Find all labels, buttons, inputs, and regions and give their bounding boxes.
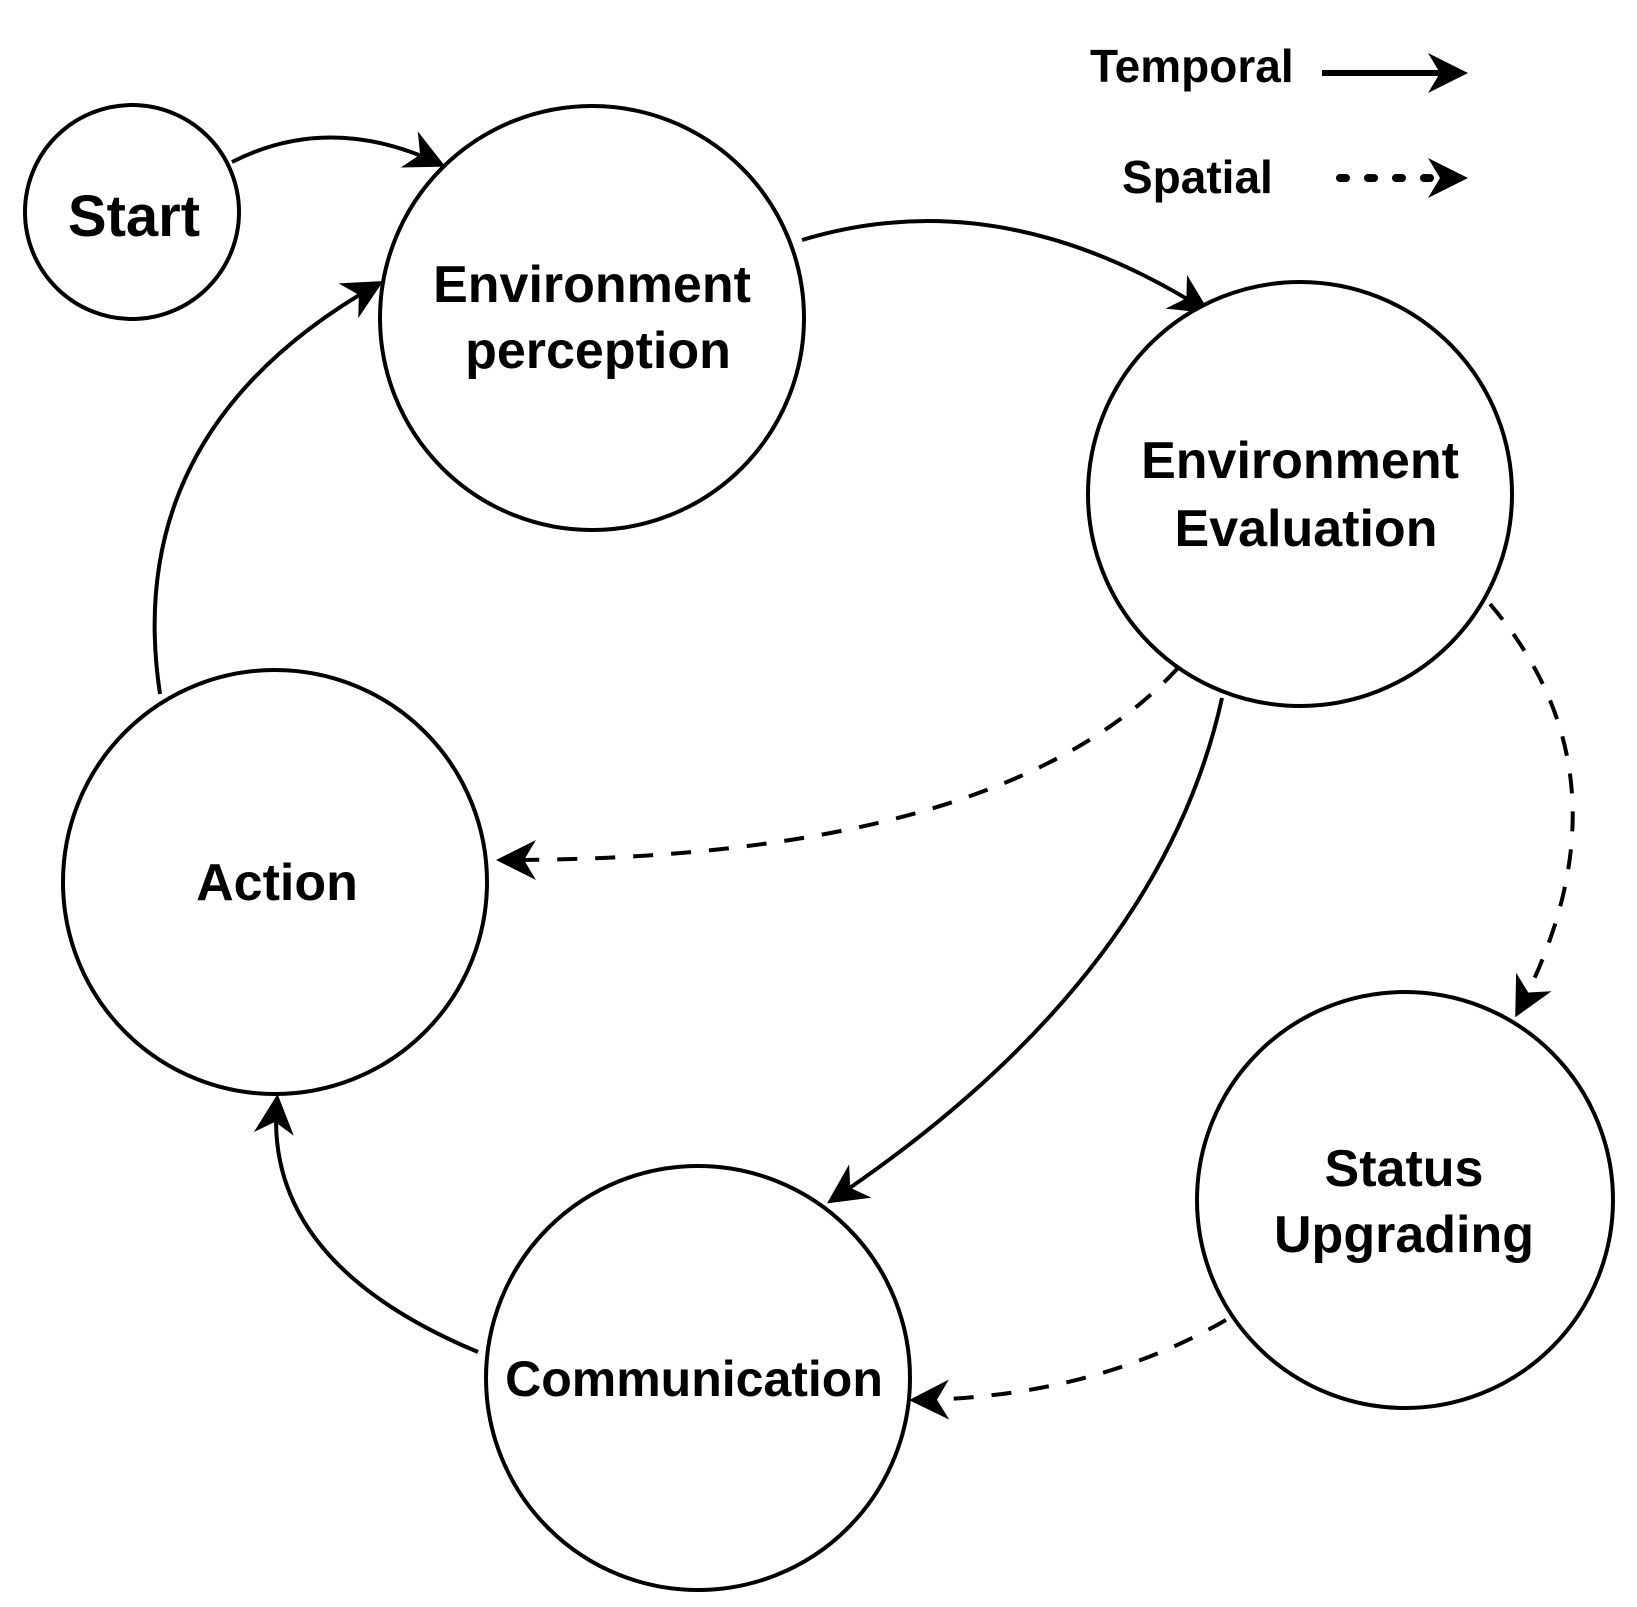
edge-perception-to-evaluation [801, 219, 1211, 314]
edge-status-to-communication [909, 1318, 1227, 1420]
edge-evaluation-to-communication [827, 697, 1224, 1204]
node-start: Start [23, 103, 241, 321]
node-status-label-line1: Status [1325, 1140, 1484, 1198]
node-perception-circle [378, 104, 806, 532]
edge-start-to-perception [231, 131, 446, 168]
node-action-circle [61, 668, 489, 1096]
edge-evaluation-to-status [1488, 602, 1575, 1018]
node-status-label-line2: Upgrading [1274, 1206, 1534, 1264]
node-status: Status Upgrading [1195, 990, 1615, 1410]
node-start-label: Start [68, 184, 200, 249]
node-action: Action [61, 668, 489, 1096]
legend-temporal-label: Temporal [1090, 40, 1294, 92]
legend: Temporal Spatial [1090, 40, 1468, 203]
node-perception-label-line2: perception [465, 322, 731, 380]
node-evaluation-circle [1086, 280, 1514, 708]
edge-evaluation-to-action [496, 666, 1180, 880]
node-perception: Environment perception [378, 104, 806, 532]
node-perception-label-line1: Environment [433, 256, 751, 314]
node-communication-label: Communication [505, 1351, 883, 1407]
edge-action-to-perception [152, 281, 384, 695]
node-start-circle [23, 103, 241, 321]
legend-spatial-label: Spatial [1122, 151, 1273, 203]
node-action-label: Action [196, 854, 358, 912]
edges [152, 131, 1575, 1420]
node-status-circle [1195, 990, 1615, 1410]
node-evaluation-label-line1: Environment [1141, 432, 1459, 490]
node-communication: Communication [484, 1164, 912, 1592]
edge-communication-to-action [253, 1094, 479, 1354]
node-evaluation: Environment Evaluation [1086, 280, 1514, 708]
node-evaluation-label-line2: Evaluation [1175, 500, 1438, 558]
node-communication-circle [484, 1164, 912, 1592]
